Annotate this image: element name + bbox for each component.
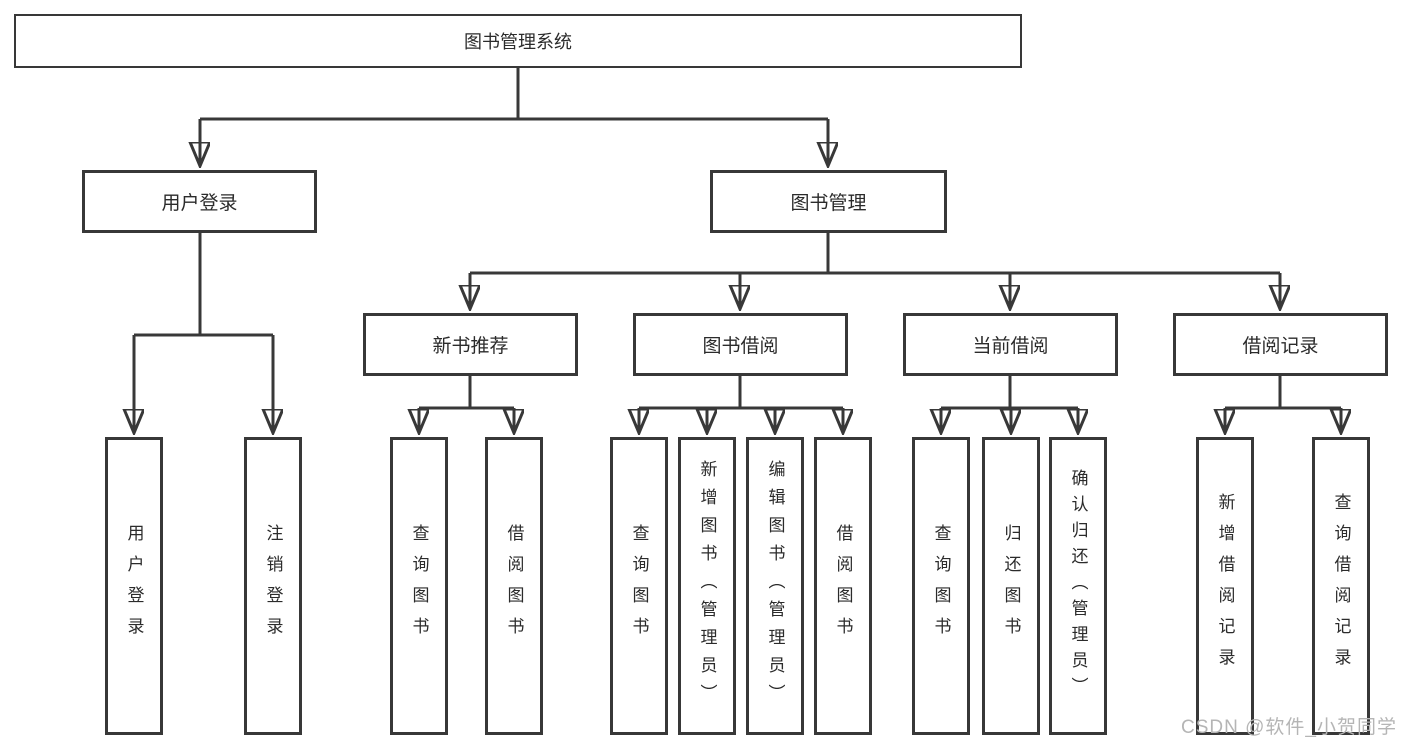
node-new-book-recommend: 新书推荐 (363, 313, 578, 376)
leaf-borrowing-borrow-books: 借阅图书 (814, 437, 872, 735)
leaf-borrowing-query-books: 查询图书 (610, 437, 668, 735)
leaf-user-login: 用户登录 (105, 437, 163, 735)
leaf-newbook-query-books-label: 查询图书 (409, 524, 429, 648)
node-new-book-recommend-label: 新书推荐 (432, 336, 509, 357)
connector-root-stem (200, 68, 828, 121)
connector-current-borrow-stem (941, 376, 1078, 410)
connector-new-book-stem (419, 376, 514, 410)
node-current-borrowing-label: 当前借阅 (972, 336, 1049, 357)
leaf-records-query-record-label: 查询借阅记录 (1331, 493, 1351, 679)
node-current-borrowing: 当前借阅 (903, 313, 1118, 376)
leaf-logout: 注销登录 (244, 437, 302, 735)
leaf-records-add-record: 新增借阅记录 (1196, 437, 1254, 735)
leaf-borrowing-edit-books-admin: 编辑图书（管理员） (746, 437, 804, 735)
leaf-current-query-books-label: 查询图书 (931, 524, 951, 648)
node-library-system-label: 图书管理系统 (464, 32, 572, 52)
leaf-newbook-borrow-books-label: 借阅图书 (504, 524, 524, 648)
leaf-records-query-record: 查询借阅记录 (1312, 437, 1370, 735)
node-library-system: 图书管理系统 (14, 14, 1022, 68)
connector-user-login-stem (134, 233, 273, 337)
leaf-current-confirm-return-admin-label: 确认归还（管理员） (1068, 469, 1088, 703)
node-borrowing-records-label: 借阅记录 (1242, 336, 1319, 357)
leaf-logout-label: 注销登录 (263, 524, 283, 648)
leaf-user-login-label: 用户登录 (124, 524, 144, 648)
node-borrowing-records: 借阅记录 (1173, 313, 1388, 376)
leaf-borrowing-query-books-label: 查询图书 (629, 524, 649, 648)
leaf-borrowing-add-books-admin: 新增图书（管理员） (678, 437, 736, 735)
node-book-management-label: 图书管理 (790, 193, 867, 214)
leaf-borrowing-borrow-books-label: 借阅图书 (833, 524, 853, 648)
leaf-records-add-record-label: 新增借阅记录 (1215, 493, 1235, 679)
leaf-current-query-books: 查询图书 (912, 437, 970, 735)
leaf-current-confirm-return-admin: 确认归还（管理员） (1049, 437, 1107, 735)
leaf-borrowing-add-books-admin-label: 新增图书（管理员） (697, 460, 717, 712)
leaf-borrowing-edit-books-admin-label: 编辑图书（管理员） (765, 460, 785, 712)
node-book-borrowing: 图书借阅 (633, 313, 848, 376)
connector-borrow-records-stem (1225, 376, 1341, 410)
leaf-newbook-query-books: 查询图书 (390, 437, 448, 735)
node-book-management: 图书管理 (710, 170, 947, 233)
leaf-current-return-books: 归还图书 (982, 437, 1040, 735)
connector-book-mgmt-stem (470, 233, 1280, 275)
leaf-newbook-borrow-books: 借阅图书 (485, 437, 543, 735)
leaf-current-return-books-label: 归还图书 (1001, 524, 1021, 648)
node-user-login: 用户登录 (82, 170, 317, 233)
connector-book-borrow-stem (639, 376, 843, 410)
node-user-login-label: 用户登录 (161, 193, 238, 214)
node-book-borrowing-label: 图书借阅 (702, 336, 779, 357)
